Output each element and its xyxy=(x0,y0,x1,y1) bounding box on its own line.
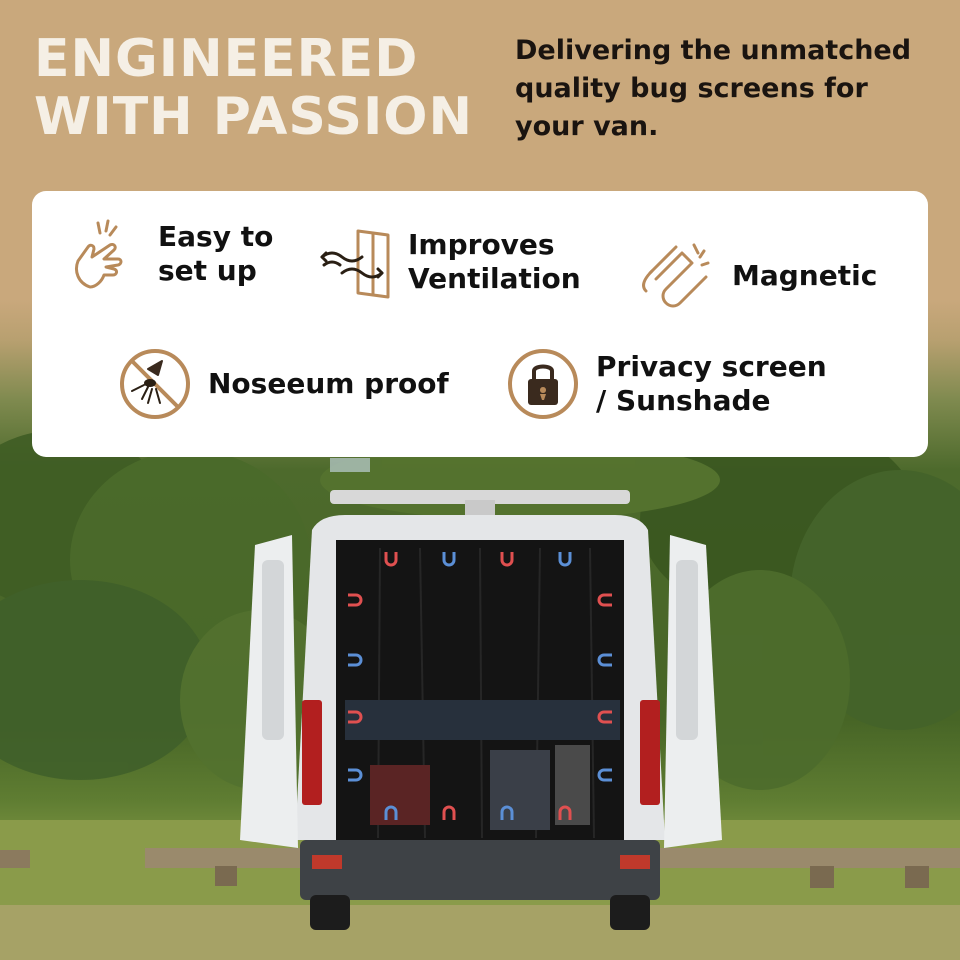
feature-label: Privacy screen / Sunshade xyxy=(596,350,827,417)
feature-privacy: Privacy screen / Sunshade xyxy=(506,347,827,421)
feature-label: Improves Ventilation xyxy=(408,228,581,295)
feature-noseeum: Noseeum proof xyxy=(118,347,449,421)
headline: ENGINEERED WITH PASSION xyxy=(34,30,504,146)
window-airflow-icon xyxy=(318,225,392,299)
van xyxy=(240,490,722,930)
no-mosquito-icon xyxy=(118,347,192,421)
tagline: Delivering the unmatched quality bug scr… xyxy=(515,35,912,142)
features-card: Easy to set up Improves Ventilation xyxy=(32,191,928,457)
feature-magnetic: Magnetic xyxy=(642,239,877,313)
feature-label: Noseeum proof xyxy=(208,367,449,400)
padlock-icon xyxy=(506,347,580,421)
headline-line-1: ENGINEERED xyxy=(34,29,419,89)
feature-ventilation: Improves Ventilation xyxy=(318,225,581,299)
feature-label: Magnetic xyxy=(732,259,878,292)
headline-line-2: WITH PASSION xyxy=(34,87,474,147)
hand-snap-icon xyxy=(68,217,142,291)
magnet-icon xyxy=(642,239,716,313)
feature-label: Easy to set up xyxy=(158,220,274,287)
screen-magnets xyxy=(348,552,612,820)
feature-easy-setup: Easy to set up xyxy=(68,217,273,291)
